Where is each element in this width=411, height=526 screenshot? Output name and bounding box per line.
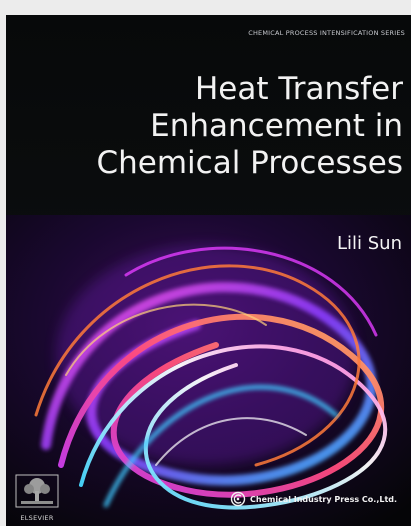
swirl-artwork [6, 215, 411, 526]
author-name: Lili Sun [337, 233, 402, 254]
publisher-block: ELSEVIER [10, 474, 64, 522]
cover-top-band [6, 15, 411, 235]
copublisher-block: Chemical Industry Press Co.,Ltd. [230, 491, 397, 507]
book-cover: CHEMICAL PROCESS INTENSIFICATION SERIES … [6, 15, 411, 526]
copublisher-name: Chemical Industry Press Co.,Ltd. [250, 494, 398, 504]
cip-circle-logo-icon [230, 491, 246, 507]
series-name: CHEMICAL PROCESS INTENSIFICATION SERIES [248, 29, 405, 37]
book-title-line-2: Enhancement in [150, 108, 403, 144]
book-title-line-3: Chemical Processes [96, 145, 403, 181]
book-title-line-1: Heat Transfer [194, 71, 403, 107]
elsevier-tree-logo-icon [15, 474, 59, 508]
book-title: Heat Transfer Enhancement in Chemical Pr… [23, 71, 403, 182]
publisher-name: ELSEVIER [20, 514, 54, 522]
